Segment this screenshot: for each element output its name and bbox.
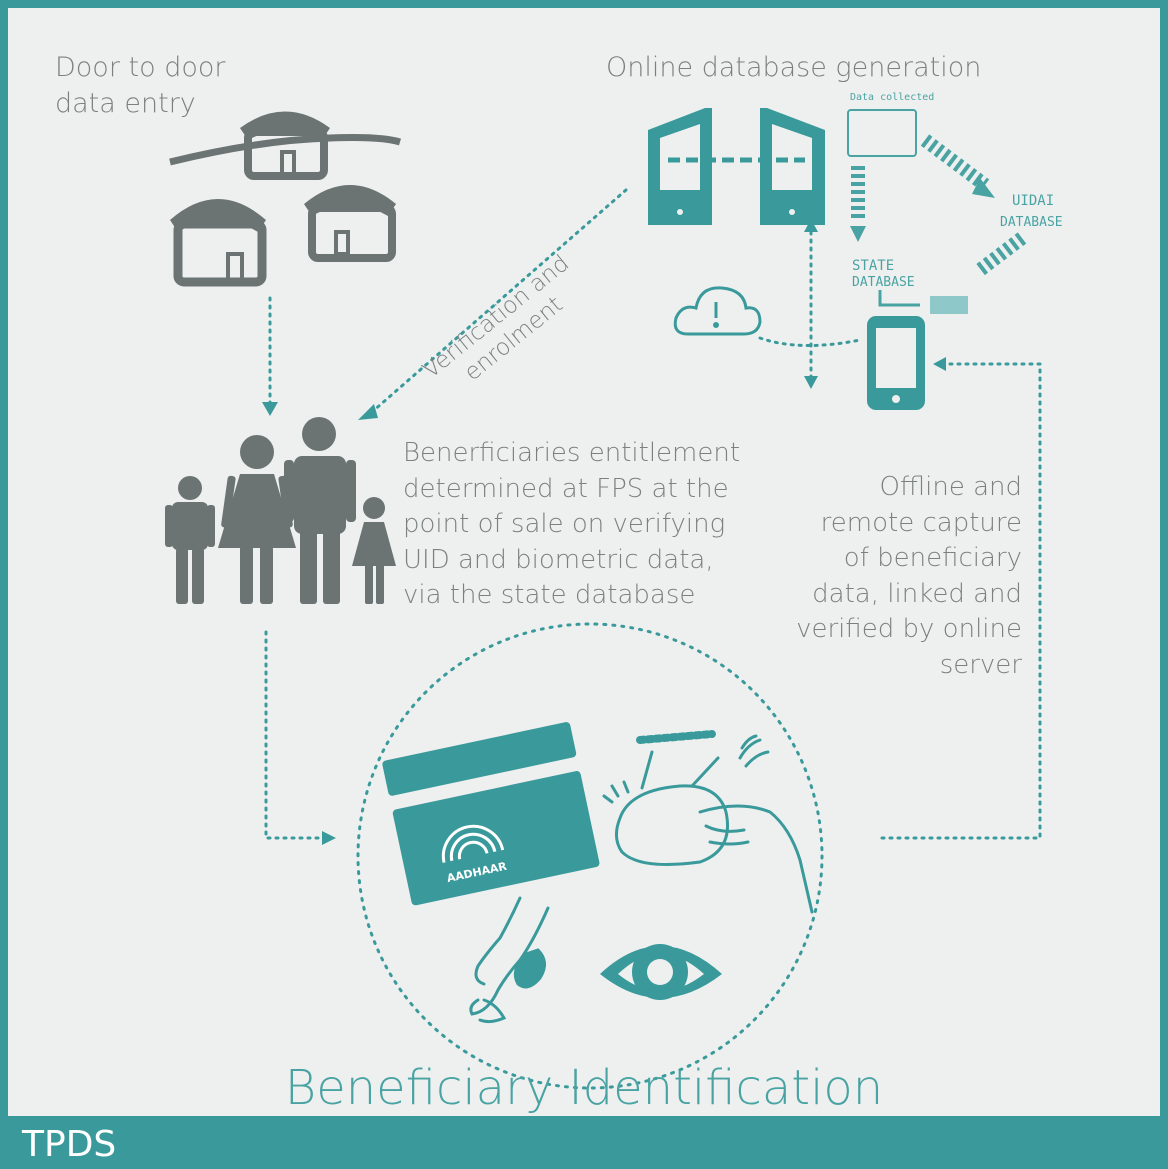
huts-icon <box>169 111 402 287</box>
sketch-label: UIDAI <box>1012 193 1054 209</box>
sketch-label: DATABASE <box>852 275 915 290</box>
entitlement-text: Benerficiaries entitlement determined at… <box>403 438 741 610</box>
arrowheads <box>262 219 946 845</box>
server-icon <box>648 108 825 225</box>
footer-bar: TPDS <box>0 1116 1168 1169</box>
cloud-icon <box>673 286 762 336</box>
database-sketch: Data collected UIDAI DATABASE STATE DATA… <box>847 92 1063 314</box>
flow-connectors <box>264 188 1042 1090</box>
footer-label: TPDS <box>22 1124 117 1165</box>
sketch-label: STATE <box>852 258 894 274</box>
offline-capture-text: Offline and remote capture of beneficiar… <box>796 472 1022 680</box>
aadhaar-card-icon: AADHAAR <box>382 722 600 906</box>
sketch-label: DATABASE <box>1000 215 1063 230</box>
online-database-label: Online database generation <box>606 52 982 83</box>
finger-sensor-icon <box>469 896 550 1024</box>
iris-eye-icon <box>600 944 722 1000</box>
family-icon <box>165 417 396 604</box>
phone-icon <box>867 316 925 410</box>
diagram-title: Beneficiary Identification <box>284 1060 884 1116</box>
door-to-door-label: Door to door data entry <box>55 52 226 119</box>
sketch-label: Data collected <box>850 92 934 103</box>
fingerprint-scanner-icon <box>602 730 814 914</box>
